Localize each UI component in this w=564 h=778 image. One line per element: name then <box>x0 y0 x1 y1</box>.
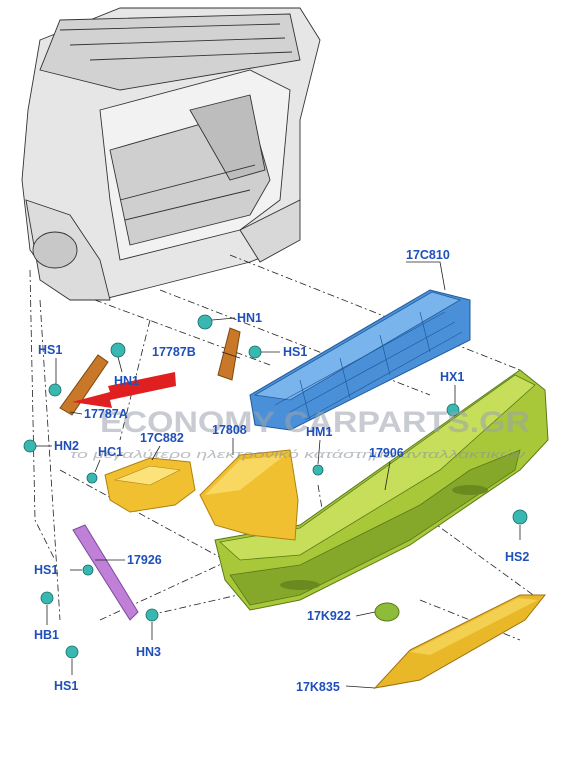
label-17c810[interactable]: 17C810 <box>406 248 450 262</box>
label-hm1[interactable]: HM1 <box>306 425 332 439</box>
clip-hx1-icon <box>446 403 460 417</box>
watermark-brand: ECONOMY CARPARTS.GR <box>100 406 530 439</box>
clip-hs1-left-icon <box>48 383 62 397</box>
label-hn1-top[interactable]: HN1 <box>237 311 262 325</box>
label-hx1[interactable]: HX1 <box>440 370 464 384</box>
label-17k835[interactable]: 17K835 <box>296 680 340 694</box>
label-hs2[interactable]: HS2 <box>505 550 529 564</box>
part-labels: 17C810 HN1 17787B HS1 HS1 HN1 17787A HX1… <box>34 248 529 694</box>
clip-hn2-icon <box>23 439 37 453</box>
clip-hn1-top-icon <box>197 314 213 330</box>
label-hn3[interactable]: HN3 <box>136 645 161 659</box>
clip-hb1-icon <box>40 591 54 605</box>
label-17926[interactable]: 17926 <box>127 553 162 567</box>
red-arrow-icon <box>72 372 176 408</box>
label-17808[interactable]: 17808 <box>212 423 247 437</box>
leader-lines <box>36 261 521 689</box>
fastener-clips <box>23 314 528 659</box>
corner-cover-part[interactable] <box>199 449 299 541</box>
side-bracket-part[interactable] <box>104 457 196 513</box>
label-hs1-top[interactable]: HS1 <box>283 345 307 359</box>
vehicle-rear-illustration <box>21 7 321 301</box>
clip-hs1-bottom-icon <box>65 645 79 659</box>
label-17787b[interactable]: 17787B <box>152 345 196 359</box>
clip-hm1-icon <box>312 464 324 476</box>
watermark-tagline: το μεγαλύτερο ηλεκτρονικό κατάστημα αντα… <box>70 449 526 461</box>
label-17906[interactable]: 17906 <box>369 446 404 460</box>
label-17c882[interactable]: 17C882 <box>140 431 184 445</box>
tow-eye-cover-part[interactable] <box>374 602 400 622</box>
bumper-cover-part[interactable] <box>214 369 549 611</box>
clip-hs1-top-icon <box>248 345 262 359</box>
label-hb1[interactable]: HB1 <box>34 628 59 642</box>
label-hs1-mid[interactable]: HS1 <box>34 563 58 577</box>
energy-absorber-part[interactable] <box>249 289 471 431</box>
clip-hs1-mid-icon <box>82 564 94 576</box>
clip-hn3-icon <box>145 608 159 622</box>
clip-hs2-icon <box>512 509 528 525</box>
label-hs1-left[interactable]: HS1 <box>38 343 62 357</box>
label-hn2[interactable]: HN2 <box>54 439 79 453</box>
bracket-17787a-part[interactable] <box>59 354 109 416</box>
clip-hc1-icon <box>86 472 98 484</box>
clip-hn1-left-icon <box>110 342 126 358</box>
label-hn1-left[interactable]: HN1 <box>114 374 139 388</box>
vertical-support-part[interactable] <box>72 524 139 621</box>
lower-trim-part[interactable] <box>373 594 547 689</box>
label-hc1[interactable]: HC1 <box>98 445 123 459</box>
label-17787a[interactable]: 17787A <box>84 407 128 421</box>
label-hs1-bottom[interactable]: HS1 <box>54 679 78 693</box>
label-17k922[interactable]: 17K922 <box>307 609 351 623</box>
